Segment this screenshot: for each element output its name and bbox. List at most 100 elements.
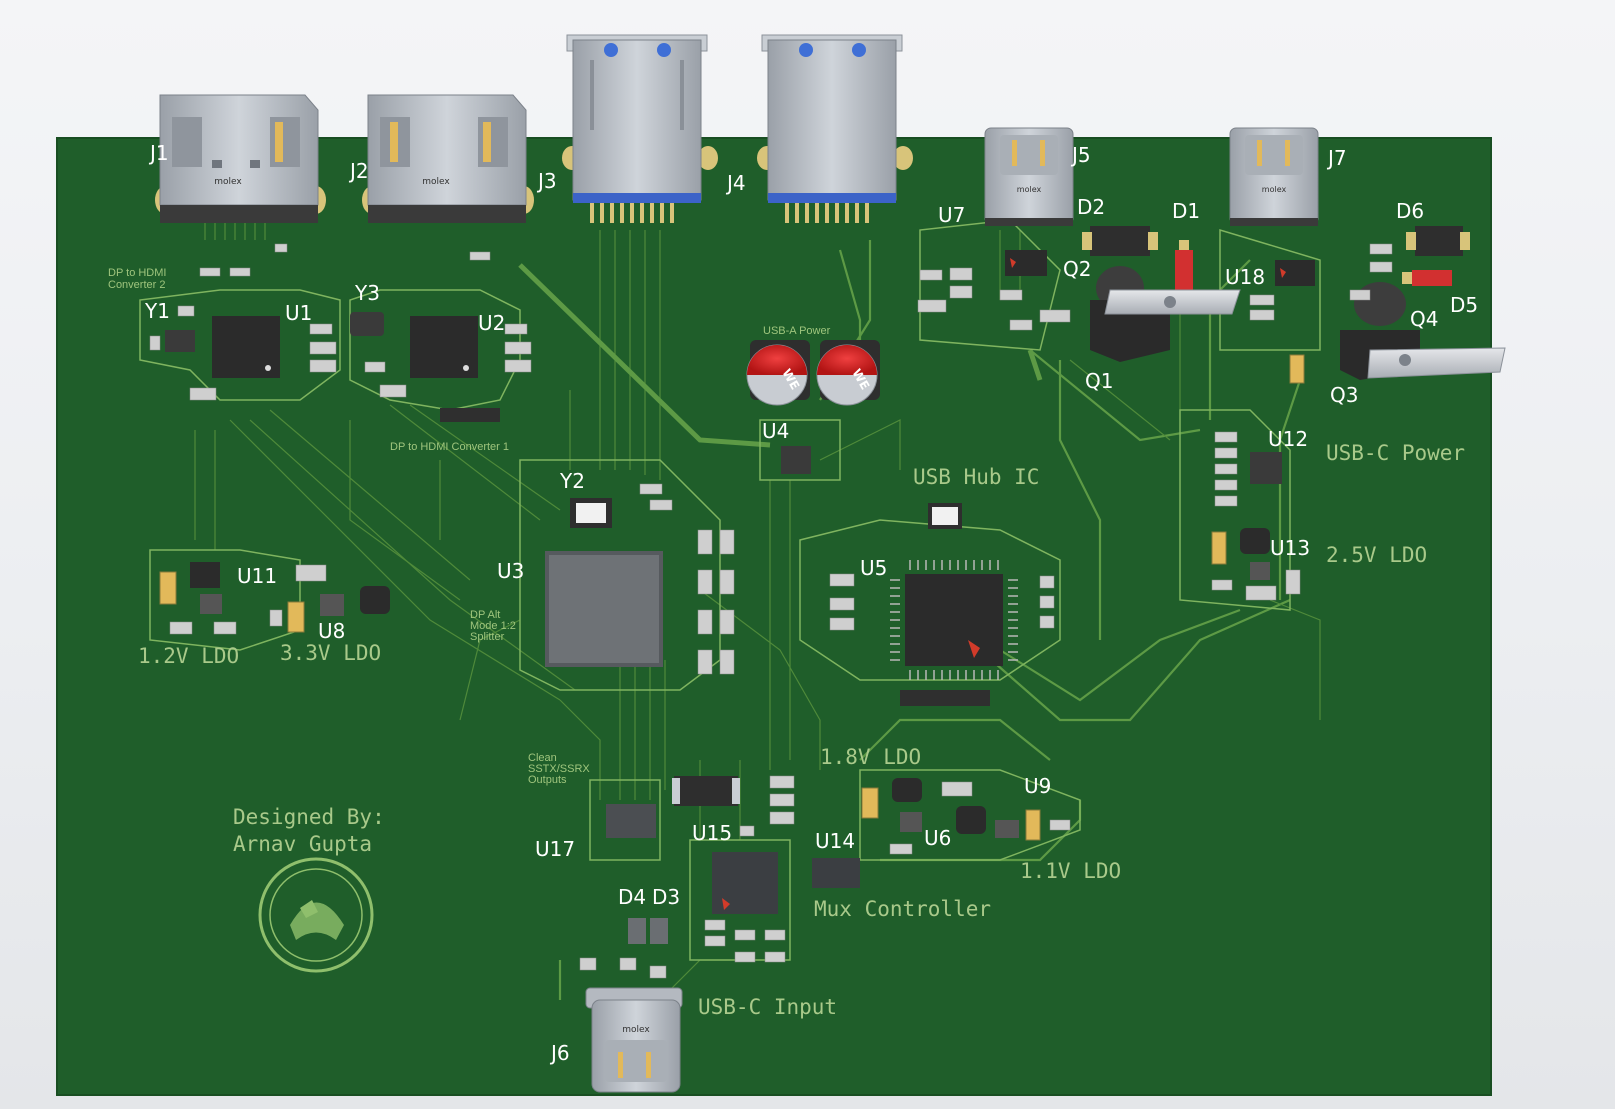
ref-j3: J3 <box>536 169 557 193</box>
ref-u3: U3 <box>497 559 524 583</box>
label-dp-alt-line1: DP Alt <box>470 609 500 621</box>
ref-u13: U13 <box>1270 536 1310 560</box>
ref-u7: U7 <box>938 203 965 227</box>
transistor-q1[interactable] <box>1090 289 1241 362</box>
label-3v3-ldo: 3.3V LDO <box>280 641 381 665</box>
diodes-d3-d4[interactable] <box>628 918 668 944</box>
label-clean-line1: Clean <box>528 752 557 764</box>
label-designed-by: Designed By: <box>233 805 385 829</box>
ref-j4: J4 <box>725 171 746 195</box>
ref-y1: Y1 <box>144 299 170 323</box>
ref-d3: D3 <box>652 885 680 909</box>
label-designer: Arnav Gupta <box>233 832 372 856</box>
chip-u15[interactable] <box>712 852 778 914</box>
ref-u14: U14 <box>815 829 855 853</box>
passives-u12 <box>1214 431 1238 507</box>
crystal-y1[interactable] <box>165 330 195 352</box>
electrolytic-caps[interactable]: WE WE <box>746 340 880 406</box>
ref-u12: U12 <box>1268 427 1308 451</box>
chip-u2[interactable] <box>410 316 478 378</box>
ref-y3: Y3 <box>354 281 380 305</box>
ref-q4: Q4 <box>1410 307 1438 331</box>
label-usb-c-power: USB-C Power <box>1326 441 1465 465</box>
label-1v1-ldo: 1.1V LDO <box>1020 859 1121 883</box>
engineering-logo-icon <box>258 857 374 973</box>
chip-u12[interactable] <box>1250 452 1282 484</box>
connector-j2-hdmi[interactable]: molex <box>362 94 534 223</box>
ref-u8: U8 <box>318 619 345 643</box>
ldo-1v1-group[interactable] <box>861 778 1071 855</box>
label-dp-alt-line2: Mode 1:2 <box>470 620 516 632</box>
molex-label: molex <box>214 177 242 187</box>
connector-j5-usb-c[interactable]: molex <box>984 127 1074 226</box>
chip-u13[interactable] <box>1211 528 1301 601</box>
chip-u18[interactable] <box>1275 260 1315 286</box>
diode-d5[interactable] <box>1402 270 1452 286</box>
passives-right-top <box>917 243 1393 384</box>
connector-j1-hdmi[interactable]: molex <box>155 94 326 240</box>
label-dp-hdmi-converter-1: DP to HDMI Converter 1 <box>390 441 509 453</box>
chip-u1[interactable] <box>212 316 280 378</box>
label-clean-line3: Outputs <box>528 774 567 786</box>
chip-u7[interactable] <box>1005 250 1047 276</box>
crystal-y2[interactable] <box>570 498 612 528</box>
ref-q3: Q3 <box>1330 383 1358 407</box>
molex-label: molex <box>422 177 450 187</box>
label-1v8-ldo: 1.8V LDO <box>820 745 921 769</box>
label-mux-controller: Mux Controller <box>814 897 991 921</box>
molex-label: molex <box>622 1025 650 1035</box>
passives-u15 <box>579 775 795 979</box>
ref-d4: D4 <box>618 885 646 909</box>
chip-u14[interactable] <box>812 858 860 888</box>
ref-d2: D2 <box>1077 195 1105 219</box>
diode-d2[interactable] <box>1082 226 1158 256</box>
connector-j4-usb-a[interactable] <box>757 34 913 223</box>
ref-u9: U9 <box>1024 774 1051 798</box>
connector-j3-usb-a[interactable] <box>562 34 718 223</box>
chip-u3[interactable] <box>545 551 663 667</box>
connector-j7-usb-c[interactable]: molex <box>1229 127 1319 226</box>
label-2v5-ldo: 2.5V LDO <box>1326 543 1427 567</box>
diode-d6[interactable] <box>1406 226 1470 256</box>
transistor-q3[interactable] <box>1340 330 1506 380</box>
label-dp-hdmi-converter-2-line2: Converter 2 <box>108 279 165 291</box>
ref-j2: J2 <box>348 159 369 183</box>
ref-d1: D1 <box>1172 199 1200 223</box>
ref-q2: Q2 <box>1063 257 1091 281</box>
connector-j6-usb-c[interactable]: molex <box>585 987 683 1093</box>
ref-u15: U15 <box>692 821 732 845</box>
ref-u1: U1 <box>285 301 312 325</box>
passives-u3 <box>639 483 735 675</box>
ldo-3v3-group[interactable] <box>269 564 390 633</box>
transistor-q4[interactable] <box>1354 282 1406 326</box>
label-usb-a-power: USB-A Power <box>763 325 831 337</box>
molex-label: molex <box>1017 185 1042 194</box>
passives-u5 <box>829 503 1055 706</box>
chip-u17[interactable] <box>606 804 656 838</box>
ref-u6: U6 <box>924 826 951 850</box>
crystal-y3[interactable] <box>350 312 384 336</box>
fuse-center[interactable] <box>672 776 740 806</box>
chip-u4[interactable] <box>781 446 811 474</box>
label-dp-alt-line3: Splitter <box>470 631 505 643</box>
ref-j7: J7 <box>1326 146 1347 170</box>
ref-j6: J6 <box>549 1041 570 1065</box>
molex-label: molex <box>1262 185 1287 194</box>
ref-u2: U2 <box>478 311 505 335</box>
ref-y2: Y2 <box>559 469 585 493</box>
ref-u4: U4 <box>762 419 789 443</box>
diode-d1[interactable] <box>1175 240 1193 290</box>
passives-u1-u2 <box>149 243 532 422</box>
ref-u17: U17 <box>535 837 575 861</box>
label-1v2-ldo: 1.2V LDO <box>138 644 239 668</box>
ref-j1: J1 <box>148 141 169 165</box>
label-clean-line2: SSTX/SSRX <box>528 763 590 775</box>
chip-u5[interactable] <box>890 560 1018 680</box>
ref-d5: D5 <box>1450 293 1478 317</box>
ref-j5: J5 <box>1070 143 1091 167</box>
label-dp-hdmi-converter-2-line1: DP to HDMI <box>108 267 166 279</box>
ref-u18: U18 <box>1225 265 1265 289</box>
ldo-1v2-group[interactable] <box>159 562 237 635</box>
